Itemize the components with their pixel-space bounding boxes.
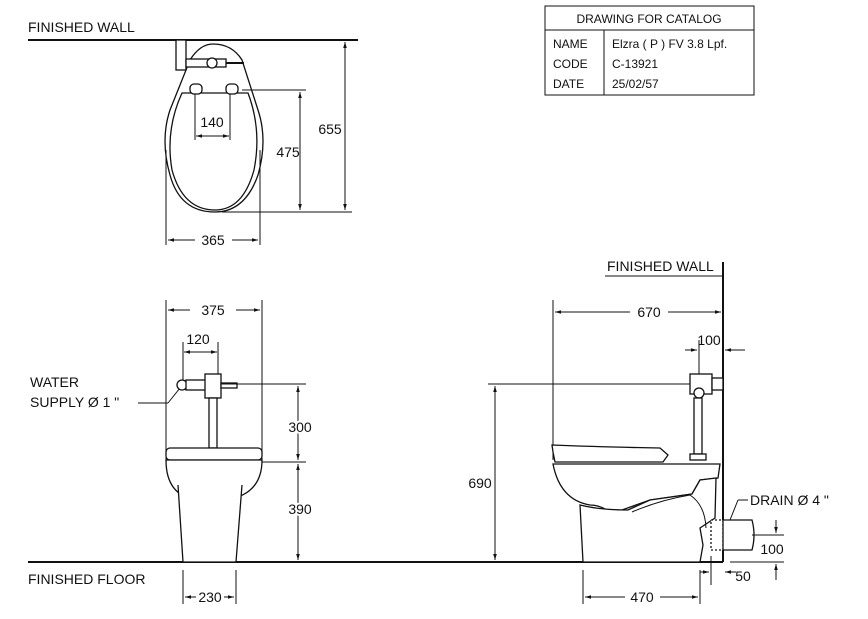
dim-100-valve: 100 <box>697 332 721 348</box>
name-value: Elzra ( P ) FV 3.8 Lpf. <box>612 37 727 51</box>
dim-670: 670 <box>637 304 661 320</box>
top-wall-label: FINISHED WALL <box>28 19 135 35</box>
title-block: DRAWING FOR CATALOG NAME Elzra ( P ) FV … <box>544 5 755 96</box>
code-value: C-13921 <box>612 57 658 71</box>
hinge-left <box>189 83 203 95</box>
drain-connector <box>710 519 724 551</box>
side-wall-label: FINISHED WALL <box>607 258 714 274</box>
dim-300: 300 <box>288 419 312 435</box>
dim-475: 475 <box>276 144 300 160</box>
seat-outline <box>169 92 258 211</box>
flush-valve-front <box>204 373 222 399</box>
dim-470: 470 <box>630 589 654 605</box>
dim-120: 120 <box>186 331 210 347</box>
pedestal-front <box>177 484 243 563</box>
valve-body-top <box>185 58 227 68</box>
dim-50: 50 <box>735 568 751 584</box>
dim-690: 690 <box>468 475 492 491</box>
hinge-right <box>225 83 239 95</box>
flush-handle <box>220 382 238 389</box>
flush-pipe-front <box>208 397 218 449</box>
front-view: 375 120 WATER SUPPLY Ø 1 " 300 390 230 <box>30 300 314 605</box>
dim-230: 230 <box>198 589 222 605</box>
water-supply-label-2: SUPPLY Ø 1 " <box>30 394 119 410</box>
dim-140: 140 <box>200 114 224 130</box>
drain-label: DRAIN Ø 4 " <box>750 492 829 508</box>
dim-100-drain: 100 <box>760 541 784 557</box>
dim-365: 365 <box>201 232 225 248</box>
flush-valve-top <box>175 39 187 71</box>
drain-pipe <box>722 519 755 551</box>
water-supply-label-1: WATER <box>30 374 79 390</box>
date-value: 25/02/57 <box>612 77 659 91</box>
top-view: FINISHED WALL 655 475 140 365 <box>28 19 358 248</box>
seat-front <box>165 447 263 461</box>
title-block-header: DRAWING FOR CATALOG <box>576 12 721 26</box>
pedestal-side <box>579 477 717 563</box>
valve-cap-top <box>206 57 218 69</box>
seat-side <box>551 444 669 463</box>
dim-655: 655 <box>318 121 342 137</box>
floor-label: FINISHED FLOOR <box>28 571 145 587</box>
date-label: DATE <box>553 77 584 91</box>
side-view: FINISHED WALL 670 100 690 DRAIN Ø 4 " 10… <box>468 258 829 605</box>
flush-pipe-side <box>693 397 703 455</box>
name-label: NAME <box>553 37 588 51</box>
dim-390: 390 <box>288 501 312 517</box>
dim-375: 375 <box>201 302 225 318</box>
code-label: CODE <box>553 57 588 71</box>
